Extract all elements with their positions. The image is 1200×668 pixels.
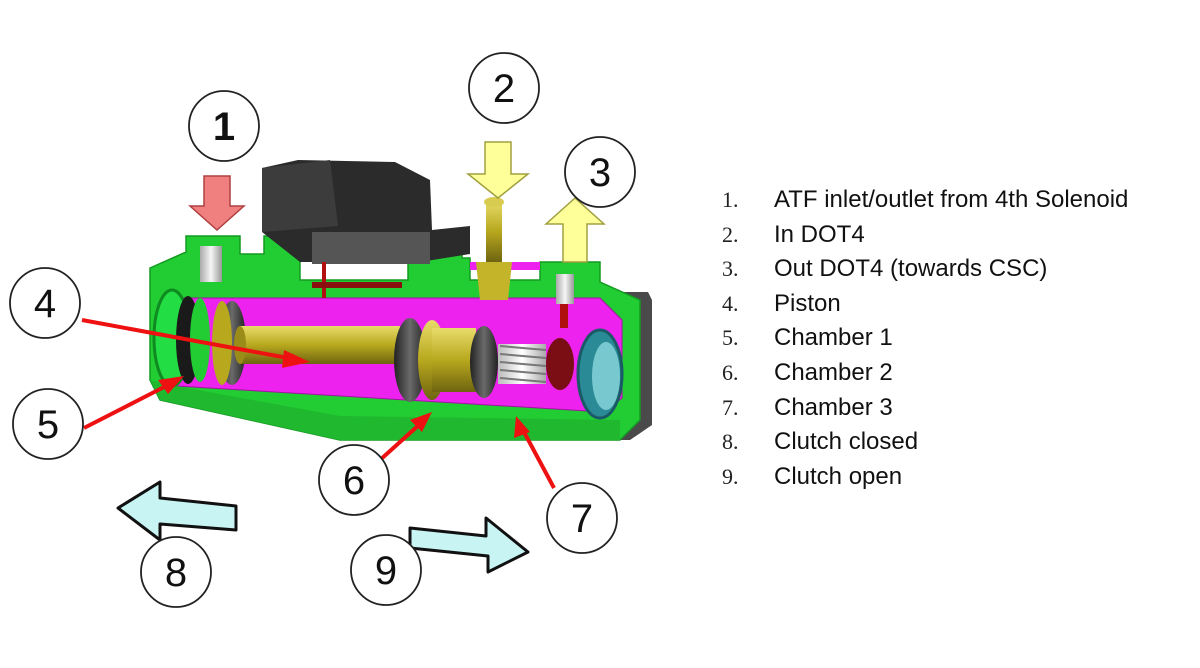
- legend-item: 4. Piston: [722, 290, 1128, 325]
- piston-rod: [240, 326, 400, 364]
- solenoid-connector: [262, 160, 470, 298]
- legend-text: In DOT4: [774, 220, 865, 248]
- legend-index: 7.: [722, 394, 739, 420]
- legend-index: 6.: [722, 359, 739, 385]
- legend-item: 6. Chamber 2: [722, 359, 1128, 394]
- legend-text: Chamber 2: [774, 358, 893, 386]
- callout-6: 6: [318, 444, 390, 516]
- housing-bottom: [150, 380, 620, 440]
- connector-foot: [312, 282, 402, 288]
- inlet-arrow: [188, 175, 246, 232]
- legend-index: 9.: [722, 463, 739, 489]
- legend-text: Piston: [774, 289, 841, 317]
- legend-item: 1. ATF inlet/outlet from 4th Solenoid: [722, 186, 1128, 221]
- legend-index: 4.: [722, 290, 739, 316]
- legend-index: 5.: [722, 325, 739, 351]
- legend-text: Clutch open: [774, 462, 903, 490]
- legend-item: 5. Chamber 1: [722, 324, 1128, 359]
- legend-item: 9. Clutch open: [722, 463, 1128, 498]
- dot4-inlet-fitting: [476, 197, 512, 300]
- svg-text:4: 4: [34, 282, 56, 326]
- connector-plug: [262, 160, 338, 232]
- outlet-port-stem: [560, 304, 568, 328]
- piston-seal-middle: [394, 318, 426, 402]
- legend-index: 2.: [722, 221, 739, 247]
- plunger: [546, 338, 574, 390]
- dot4-in-arrow: [465, 141, 531, 199]
- callout-3: 3: [564, 136, 636, 208]
- legend-text: Clutch closed: [774, 428, 919, 456]
- inlet-port-pin: [200, 246, 222, 282]
- dot4-out-arrow: [544, 196, 606, 263]
- connector-base: [312, 232, 430, 264]
- legend-index: 3.: [722, 256, 739, 282]
- legend-text: ATF inlet/outlet from 4th Solenoid: [774, 186, 1129, 213]
- callout-5: 5: [12, 388, 84, 460]
- callout-2: 2: [468, 52, 540, 124]
- callout-7: 7: [546, 482, 618, 554]
- legend-item: 7. Chamber 3: [722, 394, 1128, 429]
- outlet-port-pin: [556, 274, 574, 304]
- connector-stem: [322, 262, 326, 298]
- legend-text: Out DOT4 (towards CSC): [774, 255, 1048, 283]
- callout-1: 1: [188, 90, 260, 162]
- return-spring: [498, 344, 547, 384]
- legend-item: 8. Clutch closed: [722, 428, 1128, 463]
- svg-text:8: 8: [165, 551, 187, 595]
- svg-text:2: 2: [493, 67, 515, 111]
- clutch-open-arrow: [408, 516, 530, 574]
- legend-list: 1. ATF inlet/outlet from 4th Solenoid 2. I…: [722, 186, 1128, 497]
- svg-text:7: 7: [571, 497, 593, 541]
- clutch-closed-arrow: [116, 480, 238, 542]
- callout-9: 9: [350, 534, 422, 606]
- legend-item: 2. In DOT4: [722, 221, 1128, 256]
- svg-text:9: 9: [375, 549, 397, 593]
- svg-text:3: 3: [589, 151, 611, 195]
- legend-text: Chamber 3: [774, 393, 893, 421]
- legend-index: 8.: [722, 429, 739, 455]
- leader-lines: [81, 318, 556, 489]
- legend-text: Chamber 1: [774, 324, 893, 352]
- svg-text:6: 6: [343, 459, 365, 503]
- legend-index: 1.: [722, 187, 739, 212]
- legend-item: 3. Out DOT4 (towards CSC): [722, 255, 1128, 290]
- callout-8: 8: [140, 536, 212, 608]
- svg-text:5: 5: [37, 403, 59, 447]
- callout-4: 4: [9, 267, 81, 339]
- piston-seal-right: [470, 326, 498, 398]
- piston-assembly: [152, 288, 624, 420]
- svg-text:1: 1: [213, 105, 235, 149]
